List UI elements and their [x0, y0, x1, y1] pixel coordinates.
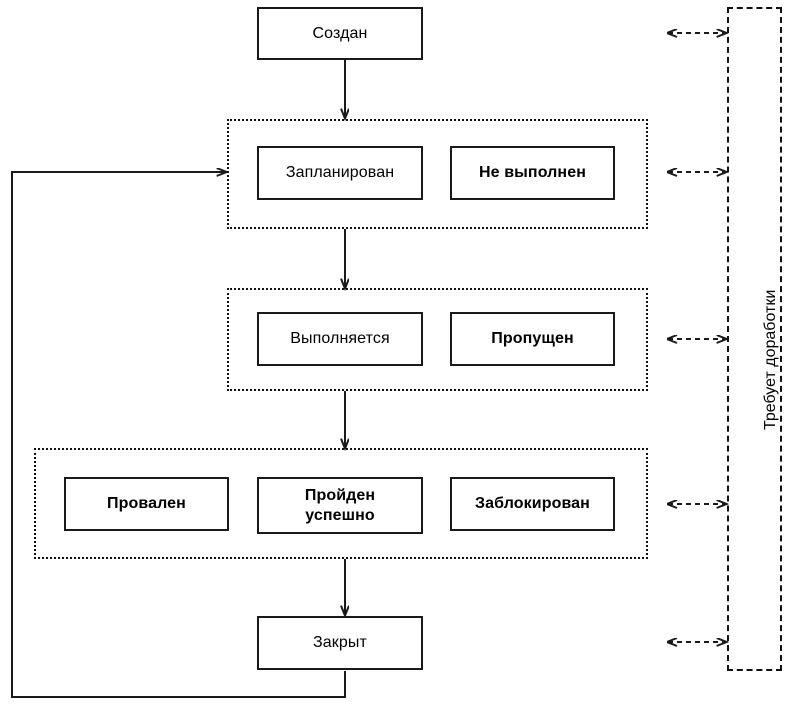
state-closed[interactable]: Закрыт — [257, 616, 423, 670]
state-planned[interactable]: Запланирован — [257, 146, 423, 200]
group-execution-states — [227, 288, 648, 391]
rework-label: Требует доработки — [762, 289, 779, 430]
state-skipped[interactable]: Пропущен — [450, 312, 615, 366]
group-planned-states — [227, 119, 648, 229]
state-in-progress[interactable]: Выполняется — [257, 312, 423, 366]
state-failed[interactable]: Провален — [64, 477, 229, 531]
state-passed[interactable]: Пройден успешно — [257, 477, 423, 534]
state-not-executed[interactable]: Не выполнен — [450, 146, 615, 200]
rework-container[interactable] — [727, 7, 782, 671]
group-result-states — [34, 448, 648, 559]
state-blocked[interactable]: Заблокирован — [450, 477, 615, 531]
state-created[interactable]: Создан — [257, 7, 423, 60]
